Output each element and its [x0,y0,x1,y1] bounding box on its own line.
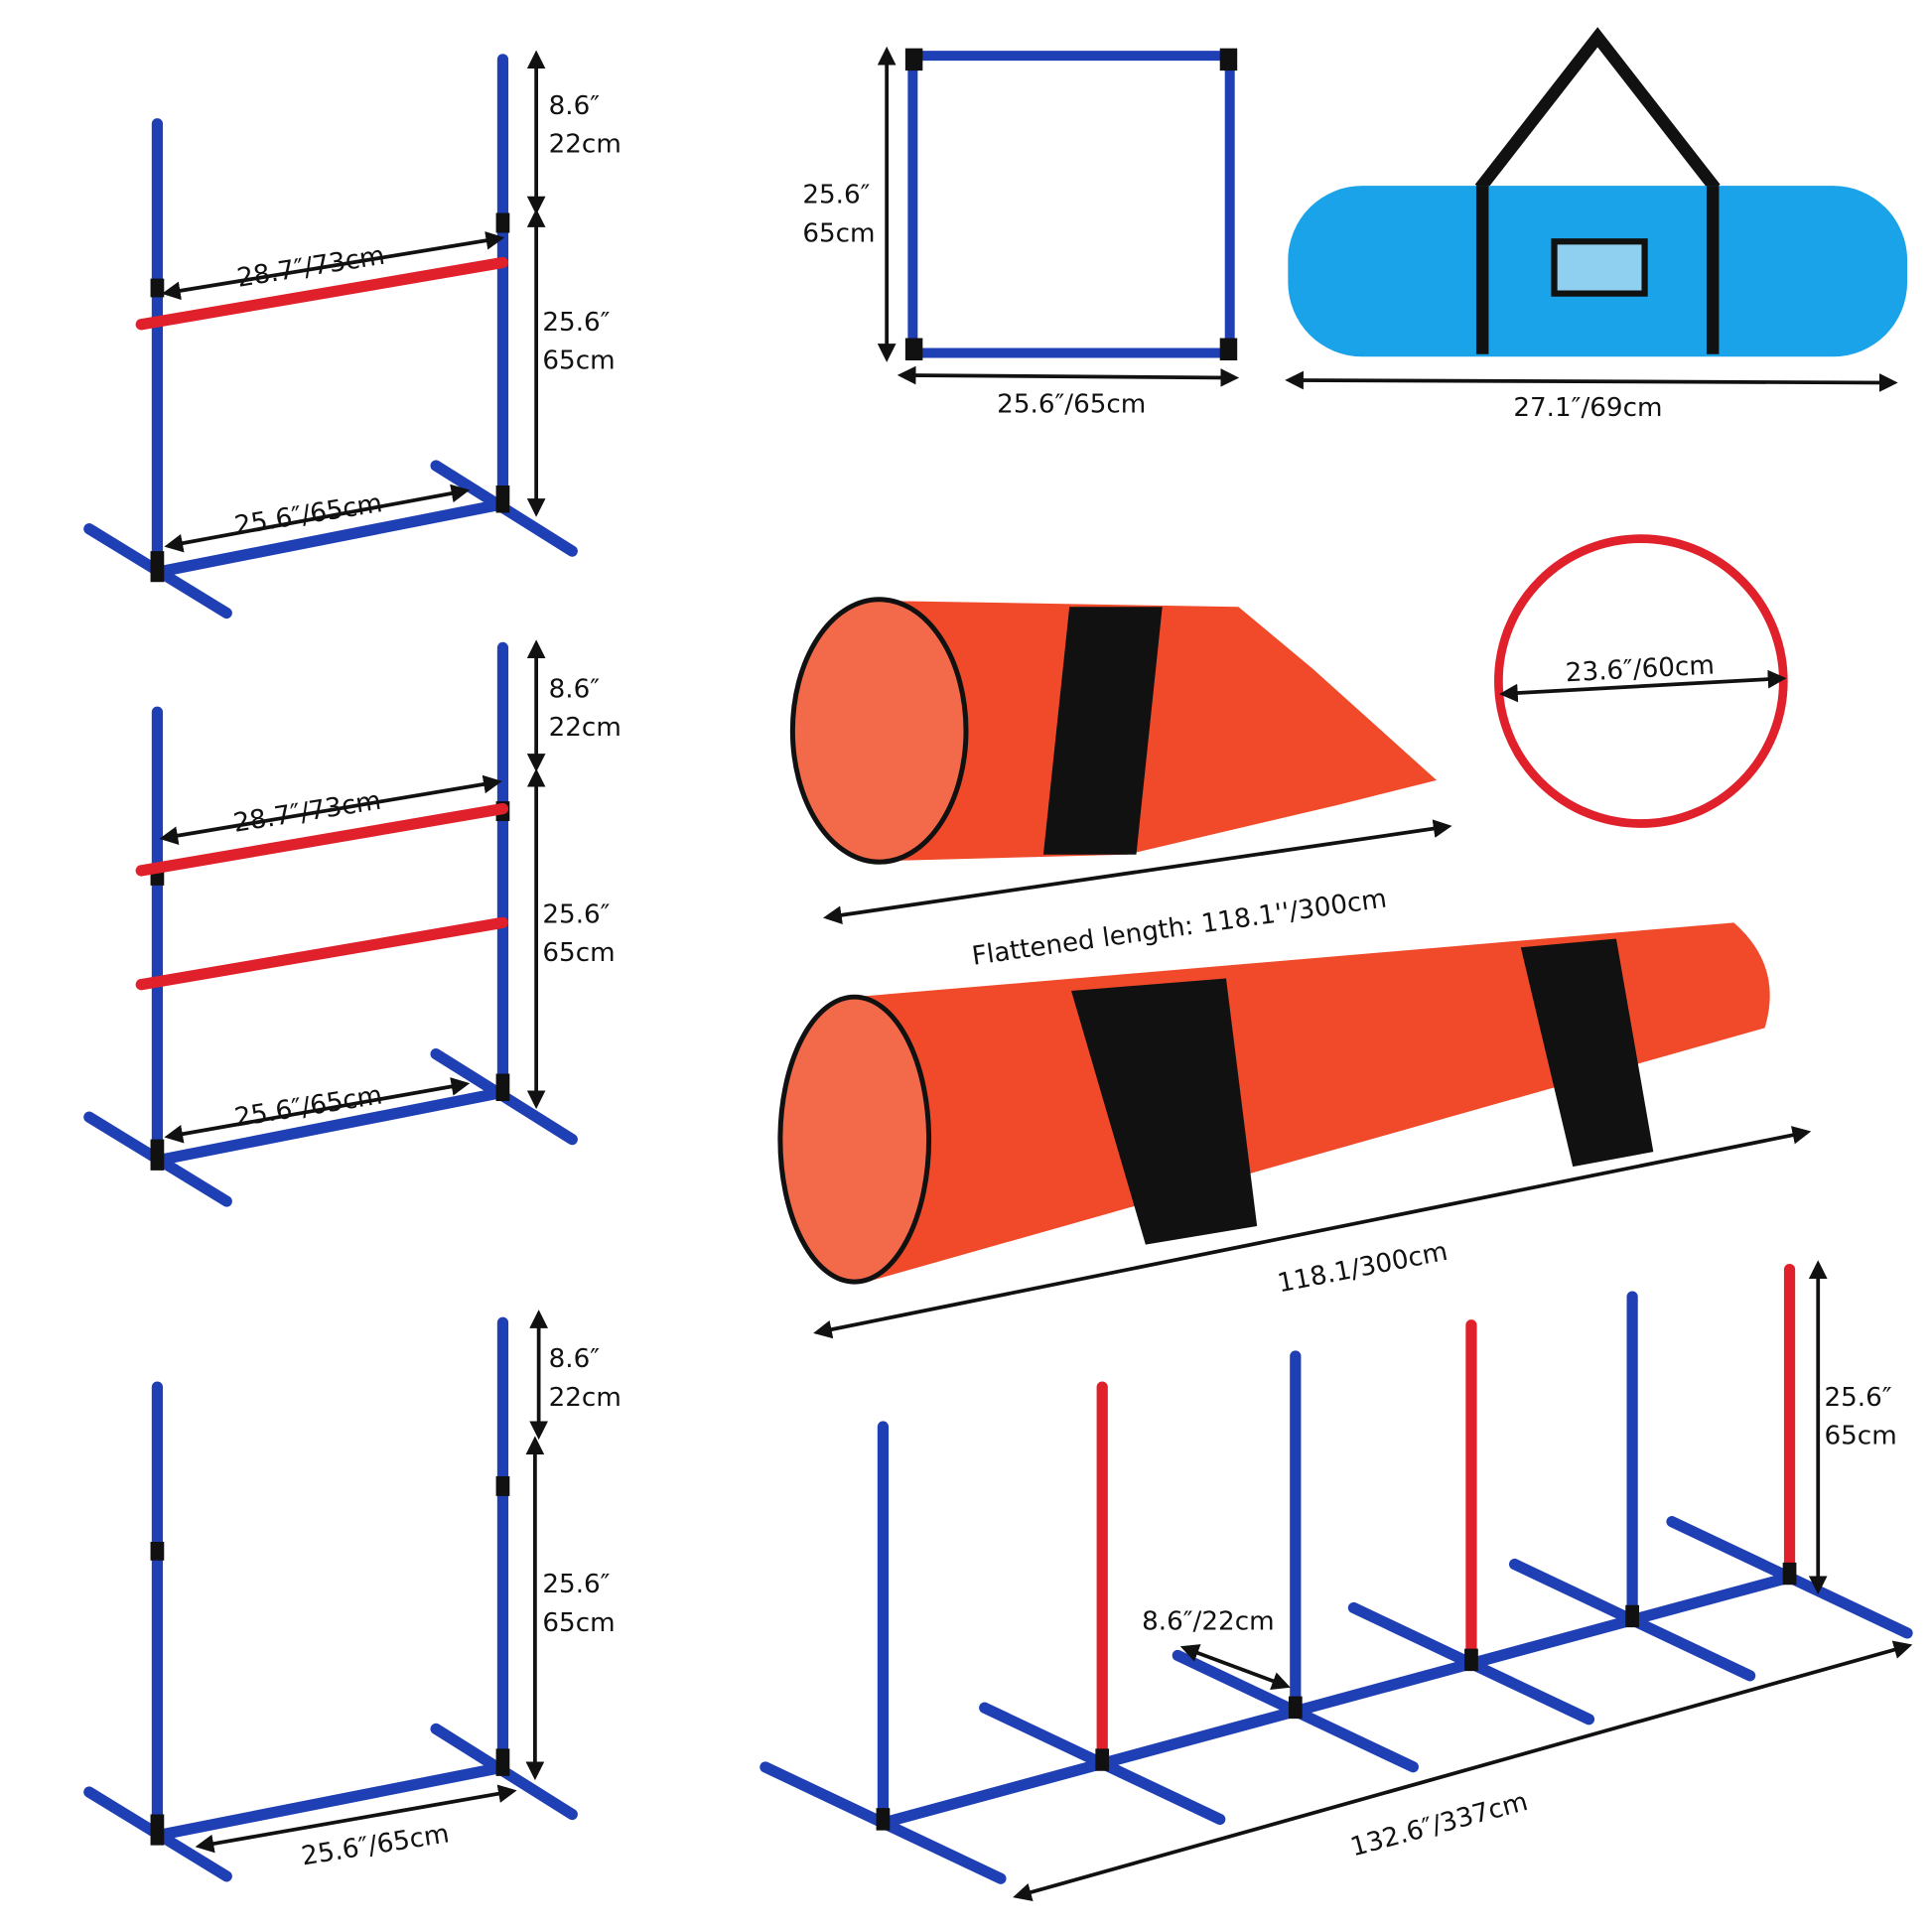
carry-bag: 27.1″/69cm [1285,27,1908,423]
tunnel-length: 118.1/300cm [1275,1237,1449,1300]
hurdle-3-height-cm: 65cm [542,1608,615,1638]
square-height-in: 25.6″ [802,181,870,210]
square-height-cm: 65cm [802,218,875,248]
weave-spacing: 8.6″/22cm [1142,1607,1274,1637]
hurdle-3-height-in: 25.6″ [542,1570,610,1599]
hurdle-2-labels: 28.7″/73cm 25.6″/65cm 8.6″ 22cm 25.6″ 65… [159,639,621,1144]
hoop-ring: 23.6″/60cm [1494,534,1788,828]
bag-length: 27.1″/69cm [1513,393,1662,423]
hurdle-1-height-in: 25.6″ [542,308,610,338]
hurdle-3-base-width: 25.6″/65cm [300,1819,452,1871]
hurdle-1-top-cm: 22cm [549,129,621,159]
square-frame: 25.6″ 65cm 25.6″/65cm [802,46,1240,419]
weave-length: 132.6″/337cm [1347,1787,1531,1863]
hurdle-2-top-cm: 22cm [549,713,621,743]
crossbar [135,916,509,991]
weave-base [886,1573,1789,1827]
hurdle-2-height-cm: 65cm [542,938,615,968]
weave-height-cm: 65cm [1824,1422,1896,1451]
hurdle-1-height-cm: 65cm [542,346,615,376]
weave-poles [759,1264,1913,1884]
hurdle-2-height-in: 25.6″ [542,899,610,929]
hurdle-2-top-in: 8.6″ [549,674,601,704]
hurdle-1-top-in: 8.6″ [549,91,601,121]
hurdle-1 [83,54,578,620]
square-width: 25.6″/65cm [997,389,1146,419]
hurdle-3-top-in: 8.6″ [549,1344,601,1374]
hurdle-3-top-cm: 22cm [549,1383,621,1413]
tunnel: 118.1/300cm [777,922,1812,1339]
weave-height-in: 25.6″ [1824,1383,1891,1413]
chute-tunnel: Flattened length: 118.1''/300cm [789,597,1452,972]
